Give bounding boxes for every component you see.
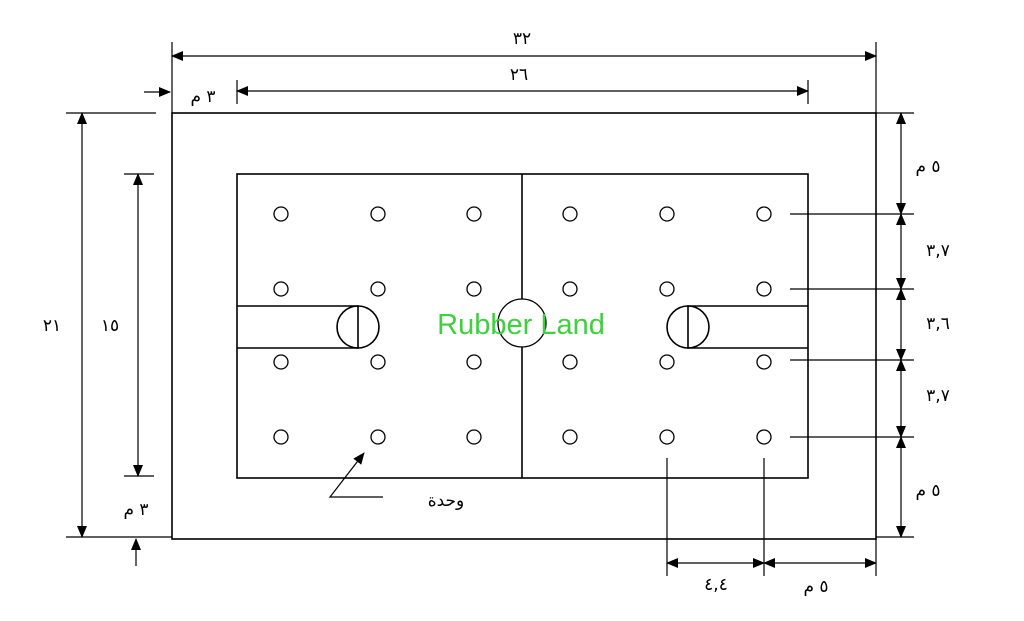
unit-pointer-line [328,452,383,498]
unit-circle [562,281,578,297]
left-goal-arc [357,305,380,349]
unit-circle [756,206,772,222]
unit-circle [466,206,482,222]
unit-circle [370,281,386,297]
inner-width-label: ٢٦ [510,65,528,85]
unit-label: وحدة [428,491,465,511]
unit-circle [562,354,578,370]
overall-height-label: ٢١ [43,316,61,336]
spacing-label-1: ٣,٧ [926,241,950,261]
unit-circle [562,206,578,222]
unit-circle [562,429,578,445]
spacing-label-3: ٣,٧ [926,386,950,406]
unit-circle [466,429,482,445]
right-top-label: ٥ م [915,157,940,177]
right-goal-arc-back [687,305,710,349]
column-spacing-label: ٤,٤ [704,575,728,595]
overall-width-label: ٣٢ [513,29,531,49]
unit-circle [659,206,675,222]
unit-circle [370,206,386,222]
unit-circle [273,354,289,370]
unit-circle [273,206,289,222]
center-circle [497,298,547,348]
outer-boundary [171,112,877,540]
unit-circle [659,354,675,370]
unit-circle [756,281,772,297]
unit-circle [659,281,675,297]
left-goal-area [237,305,359,349]
inner-height-label: ١٥ [101,316,119,336]
unit-circle [756,354,772,370]
unit-circle [370,354,386,370]
left-goal-arc-back [336,305,359,349]
right-goal-area [687,305,808,349]
left-margin-label: ٣ م [190,87,215,107]
unit-circle [466,354,482,370]
bottom-margin-label: ٣ م [123,500,148,520]
unit-circle [273,281,289,297]
right-goal-arc [666,305,689,349]
unit-circle [370,429,386,445]
spacing-label-2: ٣,٦ [926,314,950,334]
unit-circle [273,429,289,445]
unit-circle [659,429,675,445]
unit-circles [273,206,772,445]
watermark: Rubber Land [437,309,605,341]
unit-circle [466,281,482,297]
right-bottom-label: ٥ م [915,481,940,501]
right-edge-label: ٥ م [803,577,828,597]
unit-circle [756,429,772,445]
